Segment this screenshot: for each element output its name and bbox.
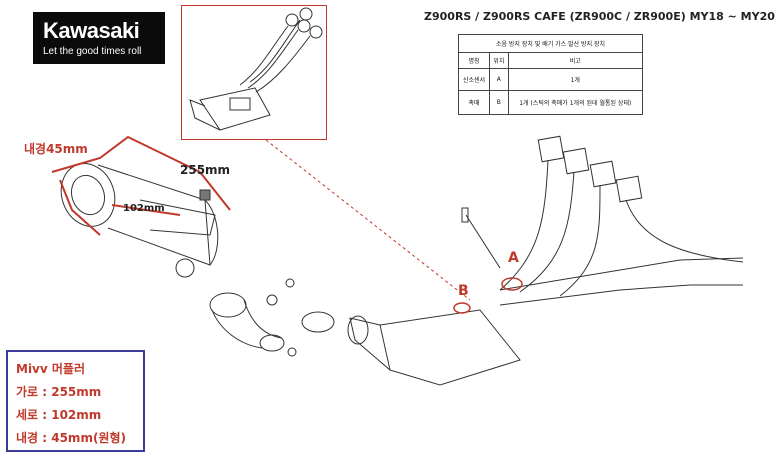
inset-header-drawing [189, 7, 323, 131]
kawasaki-logo: Kawasaki Let the good times roll [33, 12, 165, 64]
muffler-spec-box: Mivv 머플러 가로 : 255mm 세로 : 102mm 내경 : 45mm… [6, 350, 145, 452]
header-catalyst-drawing [347, 135, 744, 386]
spec-height: 세로 : 102mm [16, 408, 102, 422]
spec-diameter: 내경 : 45mm(원형) [16, 431, 126, 445]
inset-leader-line [265, 139, 471, 301]
table-row: 촉매 B 1개 (스틱의 촉매가 1개의 된데 월통된 상태) [457, 90, 644, 115]
model-title: Z900RS / Z900RS CAFE (ZR900C / ZR900E) M… [424, 10, 775, 23]
table-caption: 소음 방지 장치 및 배기 가스 발산 방지 장치 [458, 34, 643, 53]
point-b-label: B [458, 283, 469, 299]
header-inset-frame [181, 5, 327, 140]
table-caption-row: 소음 방지 장치 및 배기 가스 발산 방지 장치 [458, 34, 643, 53]
midpipe-drawing [209, 278, 335, 357]
spec-width: 가로 : 255mm [16, 385, 102, 399]
dimension-lines [51, 135, 231, 236]
parts-table: 소음 방지 장치 및 배기 가스 발산 방지 장치 명칭 위치 비고 산소센서 … [457, 34, 644, 115]
logo-tagline: Let the good times roll [43, 46, 142, 57]
table-header: 명칭 [457, 52, 491, 69]
table-cell: A [489, 68, 509, 91]
table-cell: B [489, 90, 509, 115]
exhaust-diagram [51, 7, 744, 386]
height-label: 102mm [123, 203, 165, 214]
table-cell: 촉매 [457, 90, 491, 115]
point-a-label: A [508, 250, 519, 266]
inner-diameter-label: 내경45mm [24, 142, 88, 156]
table-header-row: 명칭 위치 비고 [457, 52, 644, 69]
width-label: 255mm [180, 163, 231, 177]
table-cell: 1개 (스틱의 촉매가 1개의 된데 월통된 상태) [507, 90, 644, 115]
spec-title: Mivv 머플러 [16, 362, 85, 376]
table-header: 위치 [489, 52, 509, 69]
table-cell: 1개 [507, 68, 644, 91]
table-header: 비고 [507, 52, 644, 69]
table-cell: 산소센서 [457, 68, 491, 91]
logo-brand: Kawasaki [43, 18, 140, 43]
table-row: 산소센서 A 1개 [457, 68, 644, 91]
